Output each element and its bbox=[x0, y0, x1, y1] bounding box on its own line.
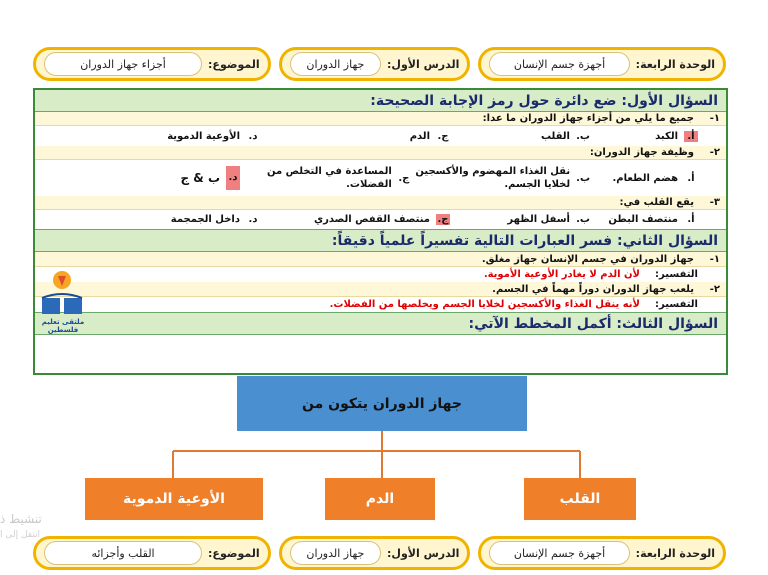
option-b[interactable]: ب. أسفل الظهر bbox=[507, 214, 590, 225]
watermark-text-2: انتقل إلى ا bbox=[0, 530, 41, 540]
topic-value: أجزاء جهاز الدوران bbox=[44, 52, 203, 76]
option-d[interactable]: د. ب & ج bbox=[35, 166, 240, 190]
q1-item-2-options: أ. هضم الطعام. ب. نقل الغذاء المهضوم وال… bbox=[35, 160, 726, 196]
q2-item-2-stem: ٢- يلعب جهاز الدوران دوراً مهماً في الجس… bbox=[35, 282, 726, 297]
lesson-label: الدرس الأول: bbox=[387, 57, 460, 71]
option-c[interactable]: ج. الدم bbox=[409, 130, 449, 142]
option-d[interactable]: د. داخل الجمجمة bbox=[170, 214, 258, 225]
q3-title: السؤال الثالث: أكمل المخطط الآتي: bbox=[35, 313, 726, 335]
unit-pill: الوحدة الرابعة: أجهزة جسم الإنسان bbox=[478, 47, 726, 81]
watermark-text: تنشيط ذ bbox=[0, 512, 42, 526]
footer-bar: الوحدة الرابعة: أجهزة جسم الإنسان الدرس … bbox=[33, 535, 726, 571]
q2-title: السؤال الثاني: فسر العبارات التالية تفسي… bbox=[35, 230, 726, 252]
book-logo-icon bbox=[41, 271, 83, 314]
option-a[interactable]: أ. الكبد bbox=[590, 130, 720, 142]
q1-title: السؤال الأول: ضع دائرة حول رمز الإجابة ا… bbox=[35, 90, 726, 112]
unit-value: أجهزة جسم الإنسان bbox=[489, 52, 630, 76]
q1-item-3-stem: ٣- يقع القلب في: bbox=[35, 196, 726, 210]
lesson-pill: الدرس الأول: جهاز الدوران bbox=[278, 47, 471, 81]
worksheet: السؤال الأول: ضع دائرة حول رمز الإجابة ا… bbox=[33, 88, 728, 375]
topic-label: الموضوع: bbox=[208, 57, 260, 71]
q1-item-3-options: أ. منتصف البطن ب. أسفل الظهر ج. منتصف ال… bbox=[35, 210, 726, 230]
q1-item-1-options: أ. الكبد ب. القلب ج. الدم د. الأوعية الد… bbox=[35, 126, 726, 146]
logo-text: ملتقى تعليم فلسطين bbox=[41, 318, 85, 334]
q2-item-1-stem: ١- جهاز الدوران في جسم الإنسان جهاز مغلق… bbox=[35, 252, 726, 267]
q1-item-2-stem: ٢- وظيفة جهاز الدوران: bbox=[35, 146, 726, 160]
option-a[interactable]: أ. منتصف البطن bbox=[608, 214, 695, 225]
footer-unit-pill: الوحدة الرابعة: أجهزة جسم الإنسان bbox=[478, 536, 726, 570]
option-c[interactable]: ج. منتصف القفص الصدري bbox=[313, 214, 450, 225]
q1-item-1-stem: ١- جميع ما يلي من أجزاء جهاز الدوران ما … bbox=[35, 112, 726, 126]
diagram-main-box: جهاز الدوران يتكون من bbox=[237, 376, 527, 431]
answer-text: لأن الدم لا يغادر الأوعية الأموية. bbox=[483, 269, 640, 280]
footer-topic-pill: الموضوع: القلب وأجزائه bbox=[33, 536, 271, 570]
q2-item-2-expl: التفسير: لأنه ينقل الغذاء والأكسجين لخلا… bbox=[35, 297, 726, 313]
footer-lesson-pill: الدرس الأول: جهاز الدوران bbox=[278, 536, 471, 570]
diagram-part-heart: القلب bbox=[524, 478, 636, 520]
option-d[interactable]: د. الأوعية الدموية bbox=[167, 130, 258, 142]
topic-pill: الموضوع: أجزاء جهاز الدوران bbox=[33, 47, 271, 81]
diagram-part-blood: الدم bbox=[325, 478, 435, 520]
option-c[interactable]: ج. المساعدة في التخلص من الفضلات. bbox=[266, 166, 410, 190]
unit-label: الوحدة الرابعة: bbox=[635, 57, 715, 71]
answer-text: لأنه ينقل الغذاء والأكسجين لخلايا الجسم … bbox=[329, 299, 640, 310]
option-b[interactable]: ب. القلب bbox=[540, 130, 590, 142]
header-bar: الوحدة الرابعة: أجهزة جسم الإنسان الدرس … bbox=[33, 46, 726, 82]
option-a[interactable]: أ. هضم الطعام. bbox=[612, 172, 695, 184]
lesson-value: جهاز الدوران bbox=[289, 52, 382, 76]
q2-item-1-expl: التفسير: لأن الدم لا يغادر الأوعية الأمو… bbox=[35, 267, 726, 282]
diagram-part-vessels: الأوعية الدموية bbox=[85, 478, 263, 520]
option-b[interactable]: ب. نقل الغذاء المهضوم والأكسجين لخلايا ا… bbox=[415, 166, 590, 190]
